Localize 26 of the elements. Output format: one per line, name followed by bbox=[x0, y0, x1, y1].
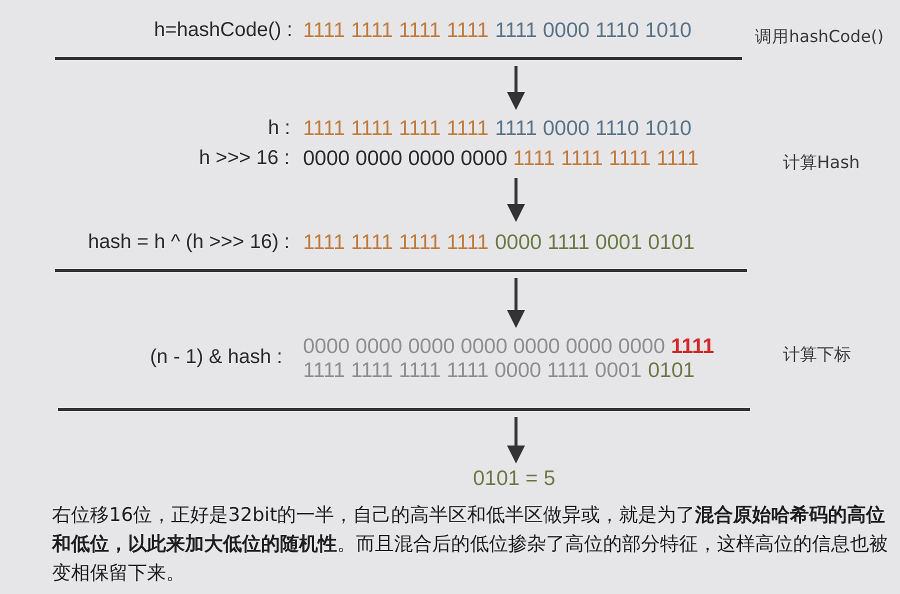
expression-label: hash = h ^ (h >>> 16) : bbox=[88, 232, 290, 252]
step-caption: 调用hashCode() bbox=[755, 28, 884, 46]
result-text: 0101 = 5 bbox=[473, 468, 556, 488]
arrow bbox=[507, 417, 525, 464]
expression-label: h >>> 16 : bbox=[199, 148, 290, 168]
expression-label: h=hashCode() : bbox=[154, 20, 292, 40]
step-caption: 计算下标 bbox=[783, 346, 851, 364]
bit-string: 1111 1111 1111 1111 bbox=[303, 118, 489, 138]
bit-string: 1111 1111 1111 1111 bbox=[513, 148, 699, 168]
bit-string: 1111 0000 1110 1010 bbox=[495, 20, 692, 40]
explanation-text: 右位移16位，正好是32bit的一半，自己的高半区和低半区做异或，就是为了混合原始哈希码的高位和低位，以此来加大低位的随机性。而且混合后的低位掺杂了高位的部分特征，这样高位的信息也被变相保留下来。 bbox=[52, 503, 889, 586]
arrow bbox=[507, 178, 525, 222]
bit-string: 1111 0000 1110 1010 bbox=[495, 118, 692, 138]
bit-string: 0000 0000 0000 0000 0000 0000 0000 bbox=[303, 336, 666, 356]
bit-string: 0000 0000 0000 0000 bbox=[303, 148, 508, 168]
bit-string: 0000 1111 0001 0101 bbox=[495, 232, 695, 252]
arrow bbox=[507, 278, 525, 328]
expression-label: (n - 1) & hash : bbox=[150, 347, 282, 367]
expression-label: h : bbox=[268, 118, 290, 138]
bit-string: 1111 1111 1111 1111 bbox=[303, 20, 489, 40]
bit-string: 1111 1111 1111 1111 bbox=[303, 232, 489, 252]
bit-string: 0101 bbox=[648, 360, 695, 380]
step-caption: 计算Hash bbox=[783, 154, 860, 172]
bit-string: 1111 bbox=[671, 336, 714, 356]
bit-string: 1111 1111 1111 1111 0000 1111 0001 bbox=[303, 360, 642, 380]
arrow bbox=[507, 66, 525, 110]
